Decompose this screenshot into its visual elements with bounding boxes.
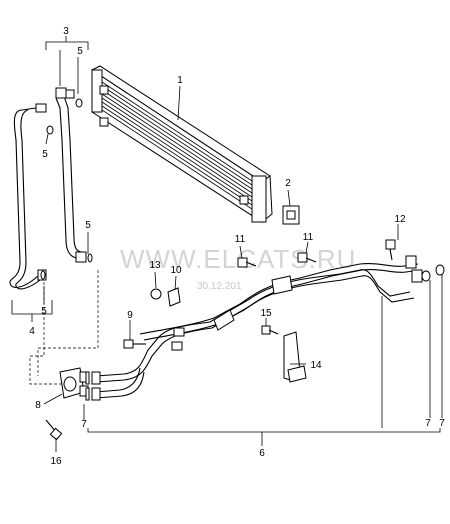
callout-4: 4	[29, 326, 35, 337]
lower-pipe-assembly	[91, 255, 423, 401]
pipe-clamp	[213, 309, 235, 331]
bolt-15	[261, 325, 279, 335]
nut-13	[150, 288, 162, 300]
callout-13: 13	[149, 260, 161, 271]
callout-8: 8	[35, 400, 41, 411]
dashed-link-left	[29, 282, 68, 385]
bolt-16	[45, 419, 63, 441]
callout-5: 5	[41, 306, 47, 317]
bolt-11-right	[297, 252, 317, 263]
part-3-bracket-line	[45, 41, 89, 50]
bolt-12	[385, 239, 396, 261]
callout-16: 16	[50, 456, 62, 467]
oil-cooler-radiator	[91, 65, 273, 224]
callout-2: 2	[285, 178, 291, 189]
bolt-9	[123, 339, 146, 349]
callout-11: 11	[235, 234, 246, 245]
left-pipe-assembly	[9, 87, 93, 290]
callout-5: 5	[85, 220, 91, 231]
seal-washers-right	[421, 264, 445, 282]
callout-11: 11	[303, 232, 314, 243]
pipe-clamp-right	[271, 275, 293, 295]
callout-12: 12	[394, 214, 406, 225]
bracket-10	[167, 287, 181, 307]
leader-lines	[43, 57, 443, 452]
callout-10: 10	[170, 265, 182, 276]
callout-7: 7	[81, 419, 87, 430]
bracket-14	[283, 331, 307, 383]
thermostat-housing	[59, 367, 89, 399]
callout-5: 5	[77, 46, 83, 57]
mounting-bracket-part	[282, 205, 300, 225]
callout-5: 5	[42, 149, 48, 160]
callout-6: 6	[259, 448, 265, 459]
callout-3: 3	[63, 26, 69, 37]
callout-1: 1	[177, 75, 183, 86]
bolt-11-left	[237, 257, 257, 268]
watermark-date: 30.12.201	[197, 281, 242, 292]
callout-14: 14	[310, 360, 322, 371]
callout-9: 9	[127, 310, 133, 321]
seal-washers-left	[85, 371, 90, 401]
dashed-link-right	[37, 270, 99, 376]
callout-7: 7	[425, 418, 431, 429]
callout-7: 7	[439, 418, 445, 429]
callout-15: 15	[260, 308, 272, 319]
